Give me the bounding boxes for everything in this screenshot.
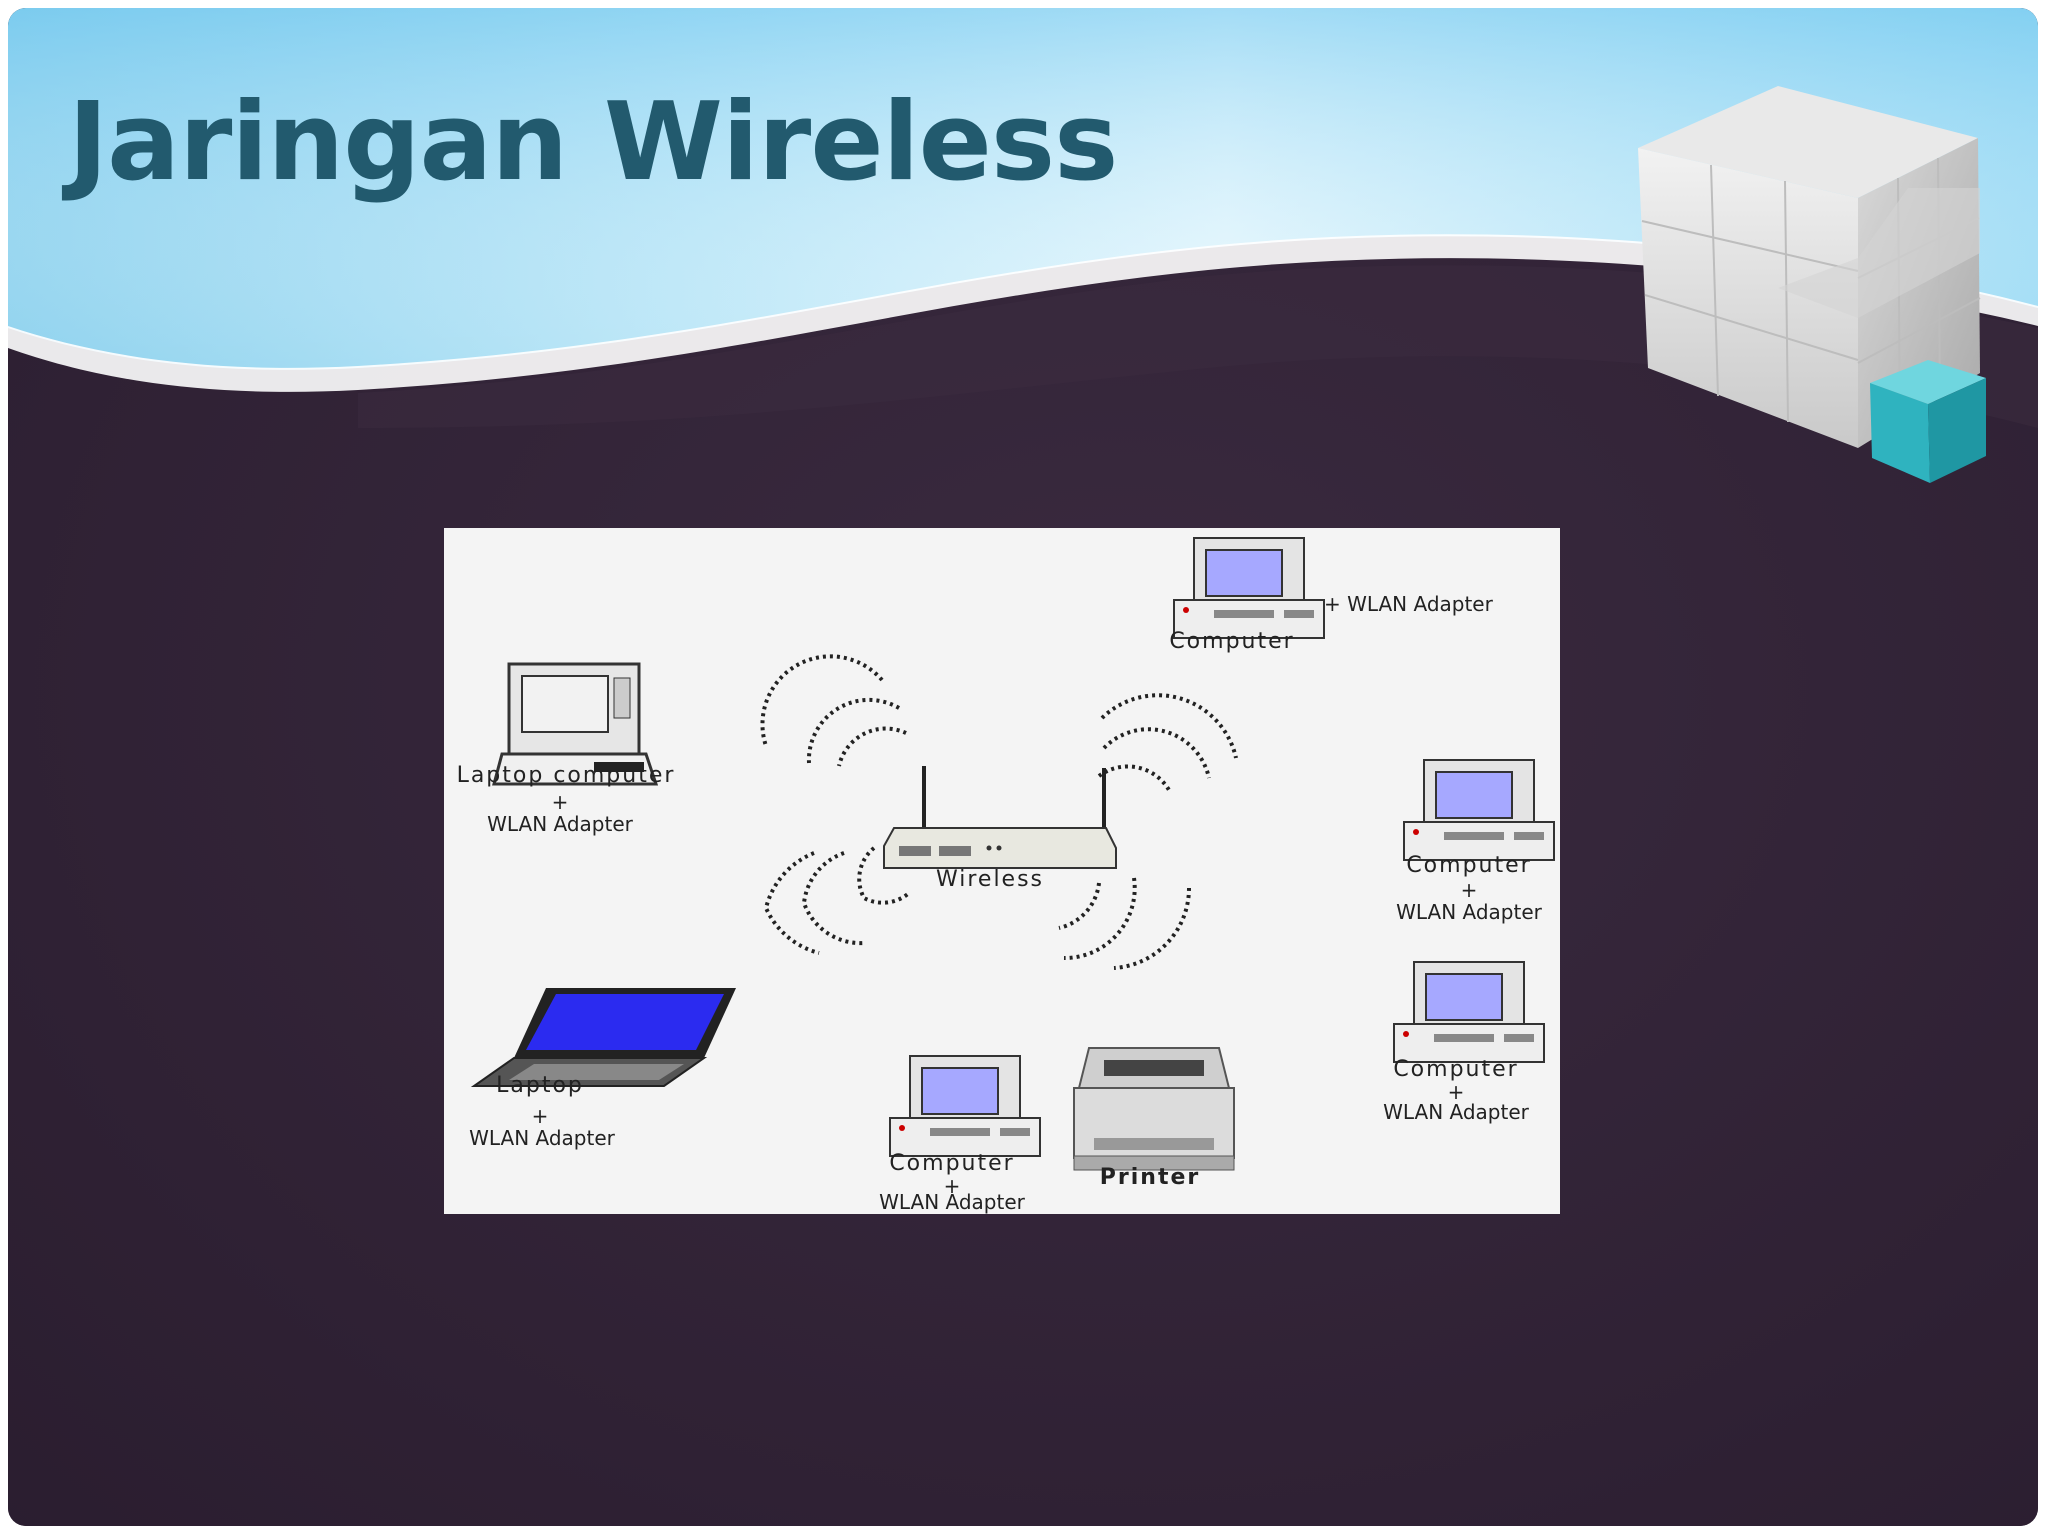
cube-logo-icon [1638, 86, 1986, 483]
laptop-plus: + [531, 1104, 549, 1128]
computer-right-bottom-icon [1393, 961, 1545, 1063]
computer-top-icon [1173, 537, 1325, 639]
computer-right-top-icon [1403, 759, 1555, 861]
laptop-computer-plus: + [551, 790, 569, 814]
computer-bottom-icon [889, 1055, 1041, 1157]
top-computer-label: Computer [1169, 629, 1295, 654]
laptop-computer-icon [492, 662, 659, 786]
laptop-computer-label: Laptop computer [456, 763, 676, 788]
laptop-icon [470, 988, 736, 1087]
printer-icon [1073, 1047, 1235, 1171]
slide: Jaringan Wireless [8, 8, 2038, 1526]
diagram-graphics [470, 537, 1555, 1171]
laptop-label: Laptop [496, 1073, 584, 1098]
printer-label: Printer [1099, 1165, 1201, 1190]
right-top-computer-plus: + [1460, 878, 1478, 902]
router-label: Wireless [935, 867, 1045, 892]
right-bottom-computer-label: Computer [1393, 1057, 1519, 1082]
bottom-computer-label: Computer [889, 1151, 1015, 1176]
laptop-adapter-label: WLAN Adapter [469, 1126, 615, 1150]
bottom-computer-adapter-label: WLAN Adapter [879, 1190, 1025, 1214]
network-diagram: Wireless + WLAN Adapter Computer Laptop … [444, 528, 1560, 1214]
signal-waves [760, 654, 1238, 970]
top-computer-adapter-label: + WLAN Adapter [1324, 592, 1493, 616]
right-bottom-computer-plus: + [1447, 1080, 1465, 1104]
laptop-computer-adapter-label: WLAN Adapter [487, 812, 633, 836]
right-top-computer-label: Computer [1406, 853, 1532, 878]
right-top-computer-adapter-label: WLAN Adapter [1396, 900, 1542, 924]
bottom-computer-plus: + [943, 1174, 961, 1198]
right-bottom-computer-adapter-label: WLAN Adapter [1383, 1100, 1529, 1124]
slide-title: Jaringan Wireless [68, 80, 1118, 205]
wireless-router-icon [883, 766, 1117, 869]
